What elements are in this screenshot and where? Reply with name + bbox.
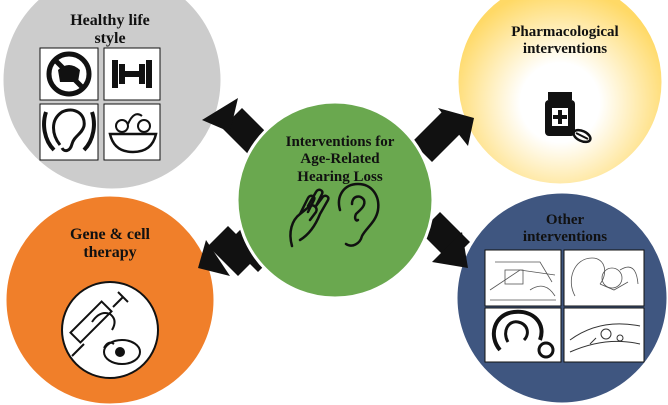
cochlea-cross-section-icon [563, 307, 645, 363]
fruit-bowl-icon [103, 103, 161, 161]
center-line-1: Interventions for [285, 134, 395, 150]
other-interventions-line-1: Other [545, 212, 585, 228]
protected-ear-icon [39, 103, 99, 161]
healthy-lifestyle-icons [39, 47, 161, 161]
cochlear-implant-diagram-icon [484, 249, 562, 307]
arrow-to-bottom-right [420, 212, 470, 268]
medicine-bottle-icon [545, 92, 592, 144]
other-interventions-panels [484, 249, 645, 363]
other-interventions-label: Other interventions [490, 212, 640, 247]
arrow-to-top-right [412, 108, 474, 162]
gene-cell-line-1: Gene & cell [70, 226, 150, 243]
center-line-2: Age-Related [300, 151, 380, 168]
dumbbell-icon [103, 47, 161, 101]
healthy-lifestyle-line-1: Healthy life [70, 12, 150, 29]
healthy-lifestyle-label: Healthy life style [30, 12, 190, 49]
node-center [235, 100, 435, 300]
pharmacological-line-1: Pharmacological [511, 24, 619, 40]
hand-to-ear-icon [289, 182, 380, 248]
gene-cell-therapy-label: Gene & cell therapy [40, 226, 180, 263]
gene-cell-line-2: therapy [83, 244, 137, 262]
other-interventions-line-2: interventions [522, 229, 608, 246]
pharmacological-line-2: interventions [522, 41, 608, 58]
pharmacological-label: Pharmacological interventions [480, 24, 650, 59]
healthy-lifestyle-line-2: style [94, 30, 126, 48]
no-junk-food-icon [39, 47, 99, 101]
hearing-aid-device-icon [484, 307, 562, 363]
syringe-dna-cell-icon [61, 281, 159, 379]
ear-anatomy-diagram-icon [563, 249, 645, 307]
center-line-3: Hearing Loss [297, 168, 383, 185]
center-label: Interventions for Age-Related Hearing Lo… [265, 134, 415, 186]
